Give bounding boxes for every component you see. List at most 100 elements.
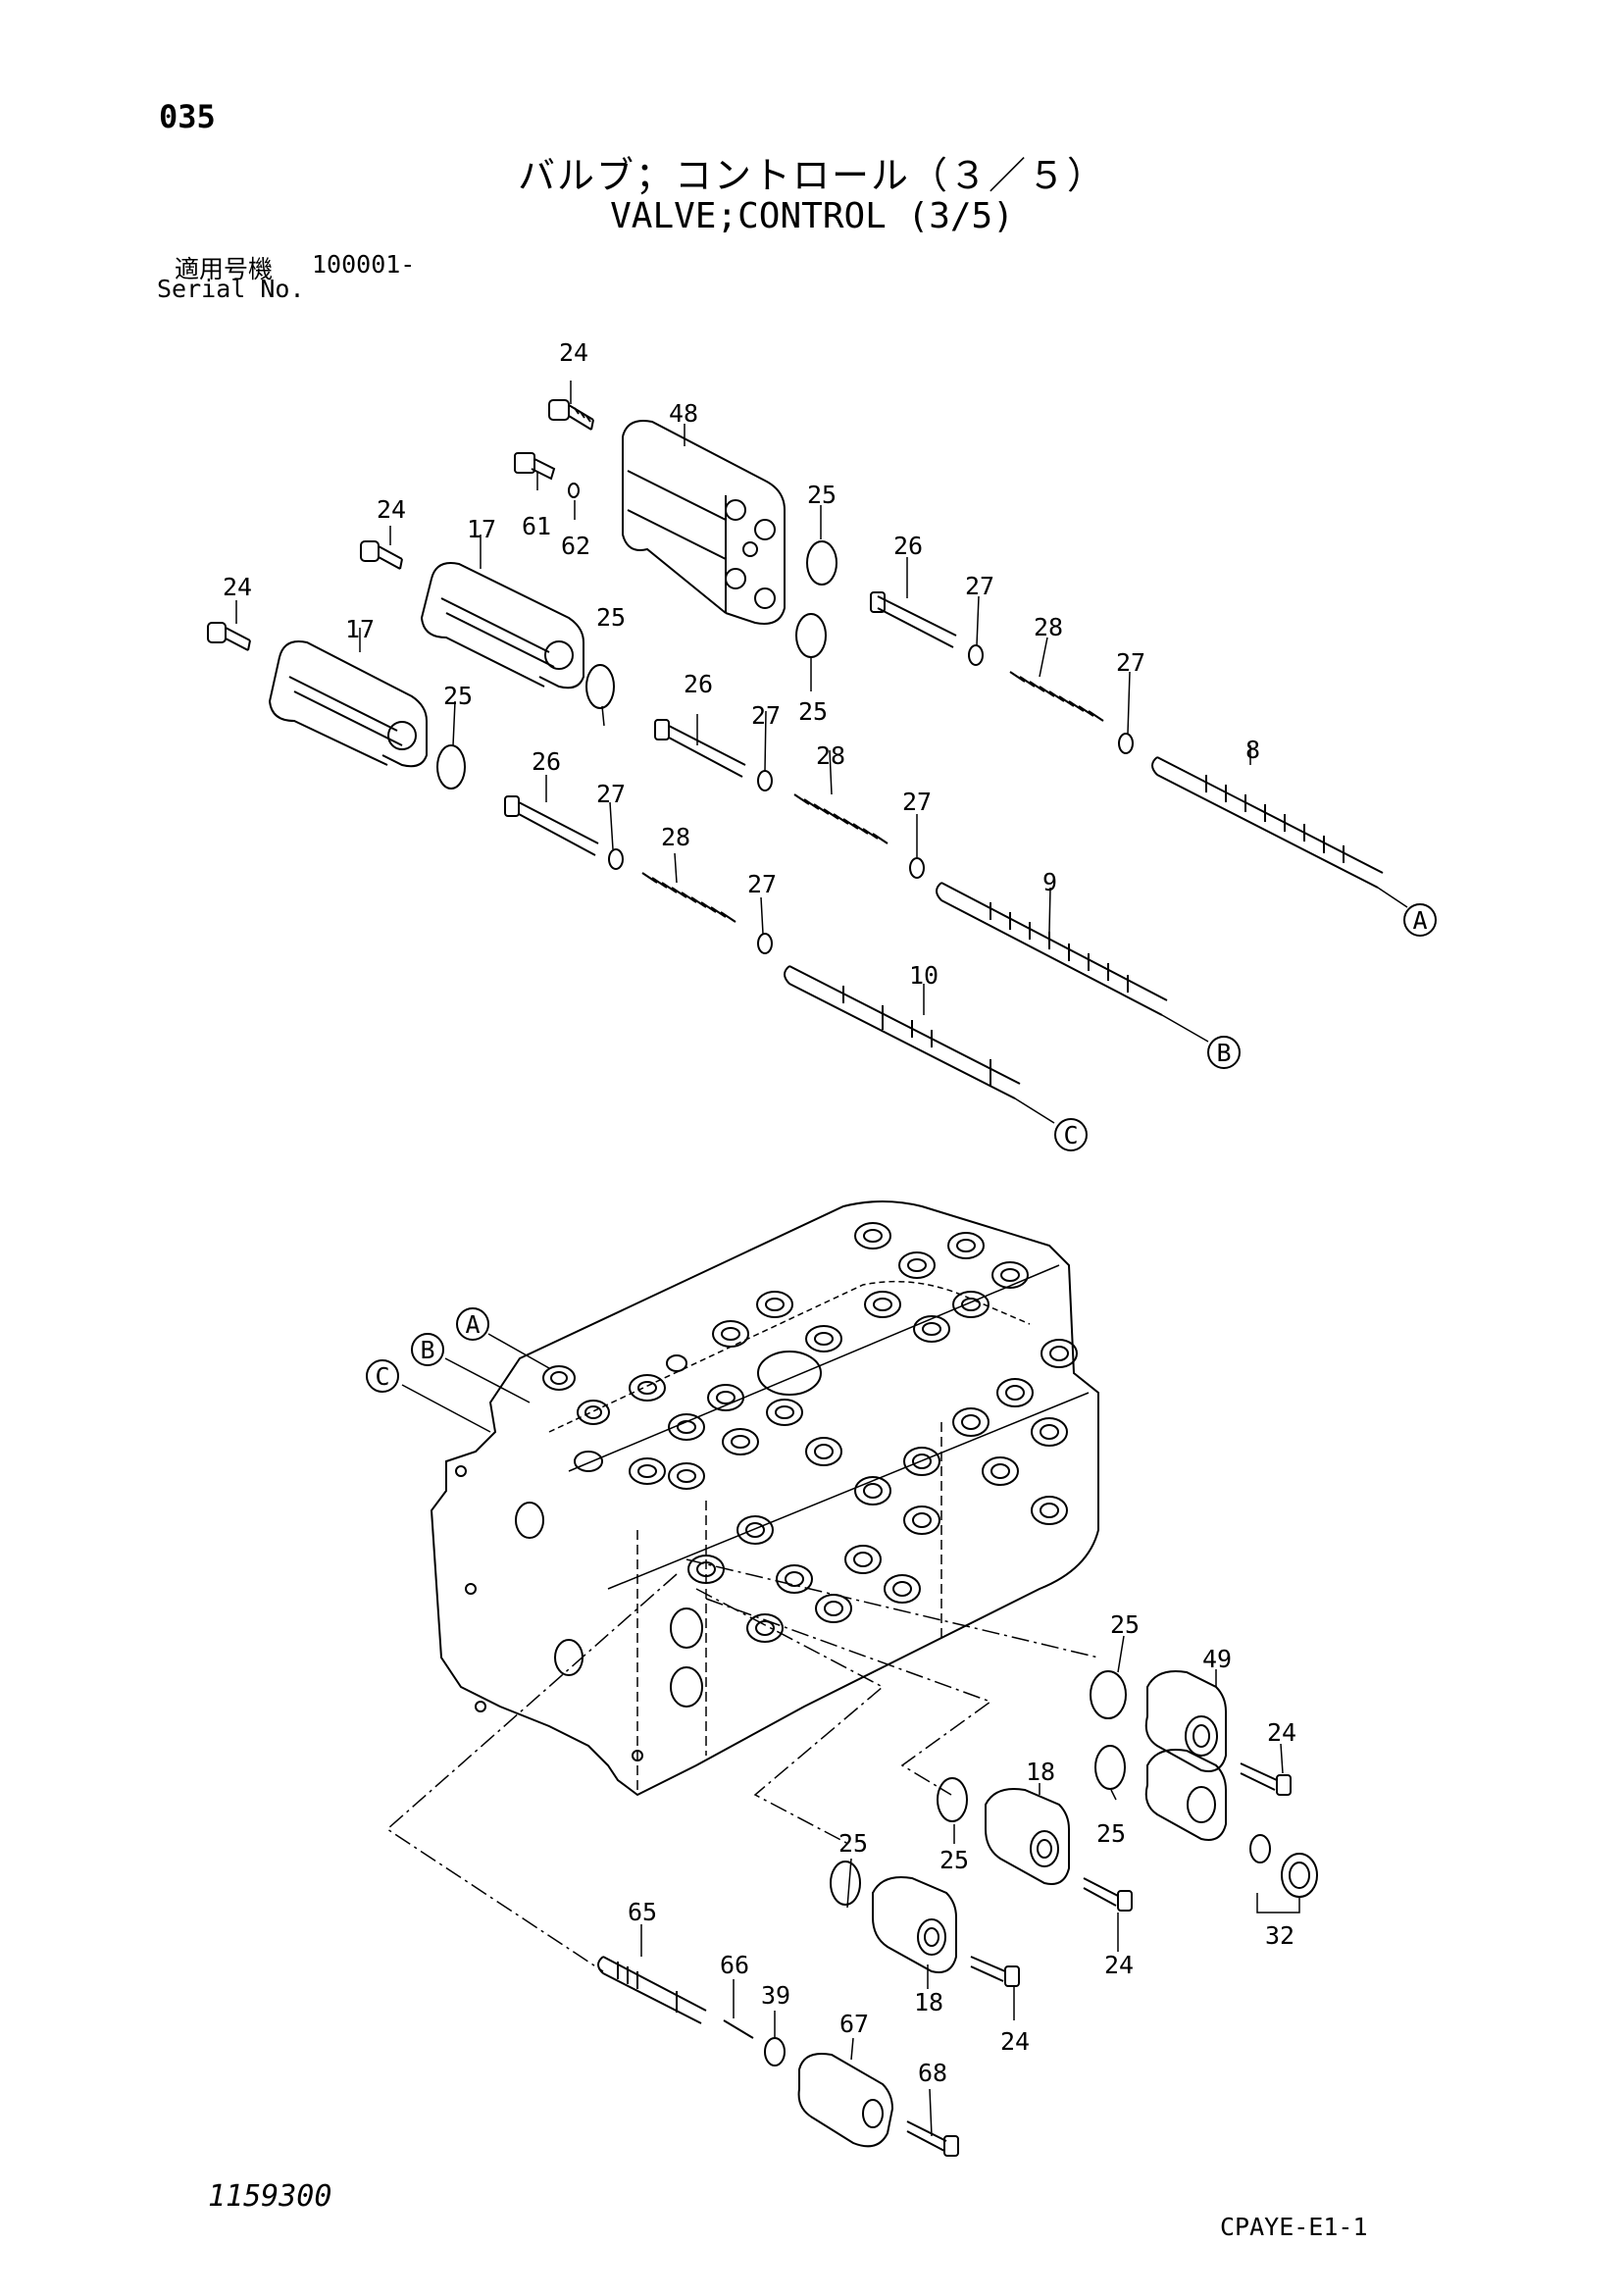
callout-49: 49 (1202, 1645, 1232, 1673)
washer-27-e (608, 848, 624, 870)
bolt-24-housing (1240, 1762, 1292, 1796)
washer-27-b (1118, 733, 1134, 754)
callout-67: 67 (839, 2010, 869, 2038)
cover-17-lower (268, 640, 428, 768)
washer-27-c (757, 770, 773, 791)
valve-ports (455, 1222, 1078, 1761)
reference-markers: A B C A B C (366, 903, 1437, 1393)
bolt-26-b (668, 725, 746, 778)
callout-18: 18 (1026, 1758, 1055, 1786)
ref-letter: A (1412, 906, 1427, 935)
cover-18-right (985, 1788, 1070, 1885)
bolt-24-top (548, 399, 594, 431)
callout-27: 27 (596, 780, 626, 808)
callout-48: 48 (669, 399, 698, 428)
lower-parts (597, 1635, 1318, 2157)
bolt-24-cover-left (970, 1956, 1020, 1987)
callout-labels: 24 48 61 62 24 17 24 17 25 25 25 25 26 2… (223, 338, 1296, 2087)
callout-18: 18 (914, 1988, 943, 2016)
spring-28-b (793, 793, 888, 844)
callout-26: 26 (684, 670, 713, 698)
ref-letter: B (1216, 1039, 1231, 1067)
ref-marker-a-body: A (456, 1307, 489, 1341)
spool-group-c (504, 795, 1021, 1099)
washer-27-f (757, 933, 773, 954)
page-title-japanese: バルブ；コントロール（３／５） (517, 154, 1106, 197)
page-number: 035 (159, 98, 216, 135)
spring-28-c (641, 872, 736, 923)
drawing-number: 1159300 (208, 2179, 332, 2214)
spool-10 (784, 965, 1021, 1099)
page-title-english: VALVE;CONTROL (3/5) (610, 196, 1014, 236)
catalog-code: CPAYE-E1-1 (1220, 2213, 1368, 2241)
callout-24: 24 (1267, 1718, 1296, 1747)
upper-parts (207, 381, 1408, 1124)
callout-27: 27 (751, 701, 781, 730)
callout-28: 28 (1034, 613, 1063, 641)
spool-group-a (870, 591, 1384, 889)
spring-66 (723, 2019, 754, 2039)
serial-number-value: 100001- (312, 250, 416, 279)
callout-28: 28 (816, 741, 845, 770)
o-ring-32-a (1249, 1834, 1271, 1863)
o-ring-25-h (830, 1861, 861, 1906)
washer-27-a (968, 644, 984, 666)
callout-61: 61 (522, 512, 551, 540)
ref-marker-c-body: C (366, 1359, 399, 1393)
ref-marker-b-top: B (1207, 1036, 1241, 1069)
serial-label-english: Serial No. (157, 275, 305, 303)
callout-9: 9 (1042, 868, 1057, 896)
callout-8: 8 (1245, 736, 1260, 764)
callout-10: 10 (909, 961, 939, 990)
o-ring-39 (764, 2037, 786, 2066)
callout-24: 24 (559, 338, 588, 367)
housing-49 (1144, 1670, 1227, 1841)
bolt-26-c (518, 801, 599, 856)
callout-25: 25 (596, 603, 626, 632)
ref-marker-c-top: C (1054, 1118, 1088, 1151)
callout-27: 27 (747, 870, 777, 898)
spool-8 (1151, 756, 1384, 889)
plug-body-67 (797, 2053, 894, 2148)
bolt-68 (906, 2120, 959, 2157)
cover-18-left (872, 1876, 957, 1973)
callout-66: 66 (720, 1951, 749, 1979)
o-ring-25-b (795, 613, 827, 658)
o-ring-62 (568, 483, 580, 498)
callout-24: 24 (223, 573, 252, 601)
callout-28: 28 (661, 823, 690, 851)
callout-26: 26 (532, 747, 561, 776)
callout-17: 17 (467, 515, 496, 543)
ref-letter: A (465, 1310, 480, 1339)
callout-25: 25 (838, 1829, 868, 1858)
bolt-24-cover-right (1083, 1877, 1133, 1912)
o-ring-25-g (937, 1777, 968, 1822)
callout-27: 27 (965, 572, 994, 600)
ref-letter: C (1063, 1121, 1078, 1149)
callout-25: 25 (443, 682, 473, 710)
o-ring-25-e (1090, 1670, 1127, 1719)
spring-28-a (1009, 671, 1104, 722)
callout-25: 25 (798, 697, 828, 726)
ref-letter: B (420, 1336, 434, 1364)
o-ring-25-d (436, 744, 466, 790)
o-ring-25-c (585, 664, 615, 709)
valve-body (401, 1200, 1099, 1797)
callout-39: 39 (761, 1981, 790, 2010)
callout-17: 17 (345, 615, 375, 643)
ref-marker-a-top: A (1403, 903, 1437, 937)
spool-9 (936, 882, 1168, 1016)
end-cover-48 (622, 420, 786, 625)
callout-25: 25 (939, 1846, 969, 1874)
callout-26: 26 (893, 532, 923, 560)
bolt-24-middle (360, 540, 403, 570)
valve-65 (597, 1956, 707, 2024)
callout-68: 68 (918, 2059, 947, 2087)
callout-27: 27 (1116, 648, 1145, 677)
callout-27: 27 (902, 788, 932, 816)
o-ring-25-a (806, 540, 837, 586)
assembly-lines (385, 1558, 1099, 1972)
bolt-24-left (207, 622, 251, 651)
washer-27-d (909, 857, 925, 879)
